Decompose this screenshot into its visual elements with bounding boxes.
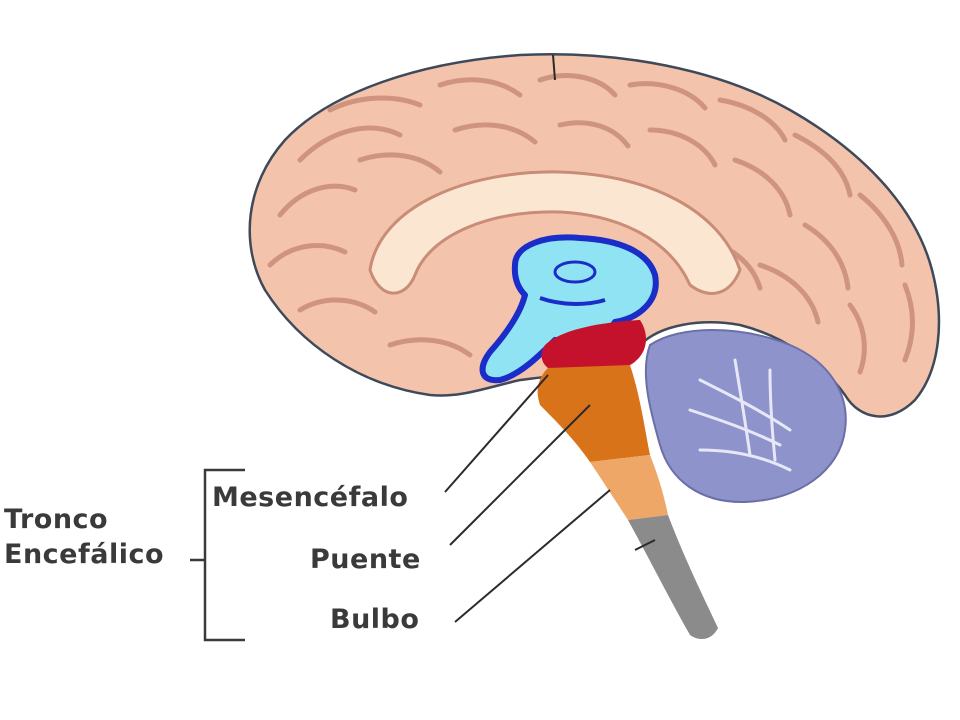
corpus-callosum	[368, 170, 742, 295]
puente-region	[590, 455, 668, 520]
diencephalon	[541, 320, 646, 371]
thalamus-center	[553, 260, 597, 284]
puente-leader	[449, 404, 591, 546]
bulbo-leader	[454, 489, 611, 623]
leader-lines	[444, 54, 656, 623]
bulbo-label: Bulbo	[330, 604, 420, 635]
tronco-encefalico-label: Tronco Encefálico	[4, 502, 164, 572]
thalamus-detail	[539, 296, 606, 306]
mesencefalo-label: Mesencéfalo	[212, 482, 409, 513]
cerebellum	[644, 329, 847, 504]
bulbo-region	[628, 515, 718, 640]
cerebellum-folia	[688, 358, 792, 472]
mesencefalo-leader	[444, 374, 549, 493]
mesencefalo-region	[537, 365, 650, 462]
tronco-label-line1: Tronco	[4, 504, 109, 535]
tronco-label-line2: Encefálico	[4, 539, 165, 570]
tronco-bracket	[190, 468, 245, 642]
puente-label: Puente	[310, 544, 421, 575]
medulla-tick	[634, 539, 656, 551]
top-tick	[552, 54, 556, 81]
